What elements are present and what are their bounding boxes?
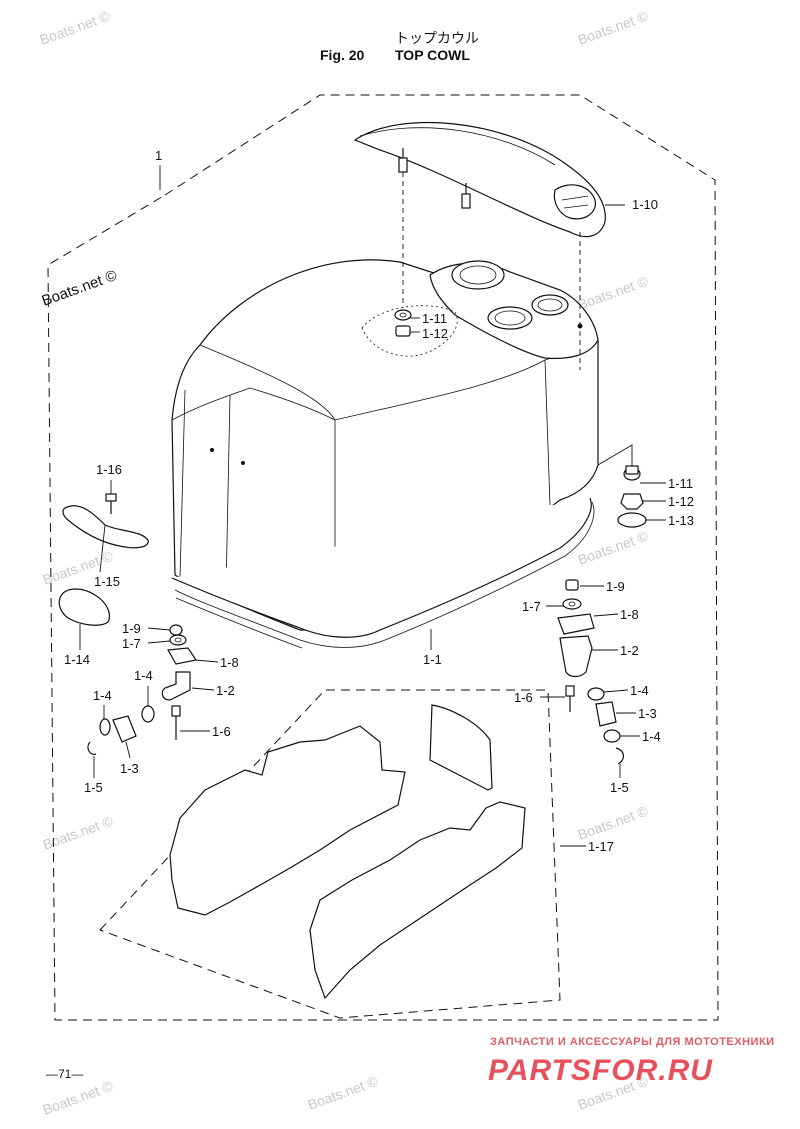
callout-1-16: 1-16	[96, 462, 122, 477]
callout-1-15: 1-15	[94, 574, 120, 589]
callout-1-2: 1-2	[216, 683, 235, 698]
assembly-boundary	[47, 94, 719, 1021]
cap-1-13	[617, 512, 647, 528]
callout-1-8: 1-8	[620, 607, 639, 622]
callout-1-4: 1-4	[642, 729, 661, 744]
leader-lines	[79, 165, 666, 847]
right-bracket-assembly	[557, 579, 624, 765]
title-japanese: トップカウル	[395, 31, 479, 47]
callout-1-4: 1-4	[630, 683, 649, 698]
callout-1-8: 1-8	[220, 655, 239, 670]
watermark-dark: Boats.net ©	[40, 267, 120, 310]
callout-1: 1	[155, 148, 162, 163]
left-bracket-assembly	[87, 624, 197, 755]
callout-1-4: 1-4	[134, 668, 153, 683]
callout-1-11: 1-11	[422, 311, 447, 326]
callout-1-5: 1-5	[610, 780, 629, 795]
page-number: —71—	[46, 1067, 83, 1081]
callout-1-6: 1-6	[514, 690, 533, 705]
callout-1-1: 1-1	[423, 652, 442, 667]
grommet-top	[394, 309, 412, 321]
callout-1-13: 1-13	[668, 513, 694, 528]
watermark: Boats.net ©	[38, 7, 113, 47]
watermark: Boats.net ©	[576, 272, 651, 312]
watermark: Boats.net ©	[306, 1072, 381, 1112]
watermark: Boats.net ©	[41, 812, 116, 852]
screw-1-16	[105, 493, 117, 514]
liner-group-boundary	[99, 689, 561, 1019]
grommet-side	[623, 465, 641, 481]
figure-number: Fig. 20	[320, 47, 365, 63]
nut-top	[395, 325, 411, 337]
callout-1-11: 1-11	[668, 476, 693, 491]
callout-1-6: 1-6	[212, 724, 231, 739]
top-cowl	[171, 259, 599, 649]
plate-1-14	[58, 588, 111, 626]
watermark: Boats.net ©	[576, 7, 651, 47]
brand-logo: ЗАПЧАСТИ И АКСЕССУАРЫ ДЛЯ МОТОТЕХНИКИ PA…	[488, 1036, 775, 1087]
handle-1-15	[62, 505, 149, 549]
callout-1-7: 1-7	[522, 599, 541, 614]
brand-name: PARTSFOR.RU	[488, 1054, 713, 1087]
callout-1-12: 1-12	[668, 494, 694, 509]
callout-1-5: 1-5	[84, 780, 103, 795]
callout-1-9: 1-9	[122, 621, 141, 636]
callout-1-17: 1-17	[588, 839, 614, 854]
callout-1-3: 1-3	[638, 706, 657, 721]
callout-1-10: 1-10	[632, 197, 658, 212]
liner-upper	[169, 725, 406, 916]
callout-1-4: 1-4	[93, 688, 112, 703]
watermark: Boats.net ©	[576, 802, 651, 842]
brand-tagline: ЗАПЧАСТИ И АКСЕССУАРЫ ДЛЯ МОТОТЕХНИКИ	[490, 1036, 775, 1048]
callout-1-14: 1-14	[64, 652, 90, 667]
callout-1-2: 1-2	[620, 643, 639, 658]
nut-side	[620, 493, 644, 510]
figure-title: TOP COWL	[395, 47, 470, 63]
liner-lower	[309, 801, 526, 1000]
liner-small	[429, 704, 493, 791]
callout-1-7: 1-7	[122, 636, 141, 651]
watermark: Boats.net ©	[41, 1077, 116, 1117]
figure-header: トップカウル Fig. 20 TOP COWL	[320, 31, 479, 63]
callout-labels: 1 1-10 1-11 1-12 1-11 1-12 1-13 1-16 1-1…	[64, 148, 694, 854]
callout-1-12: 1-12	[422, 326, 448, 341]
callout-1-3: 1-3	[120, 761, 139, 776]
vent-cover	[353, 121, 606, 238]
callout-1-9: 1-9	[606, 579, 625, 594]
